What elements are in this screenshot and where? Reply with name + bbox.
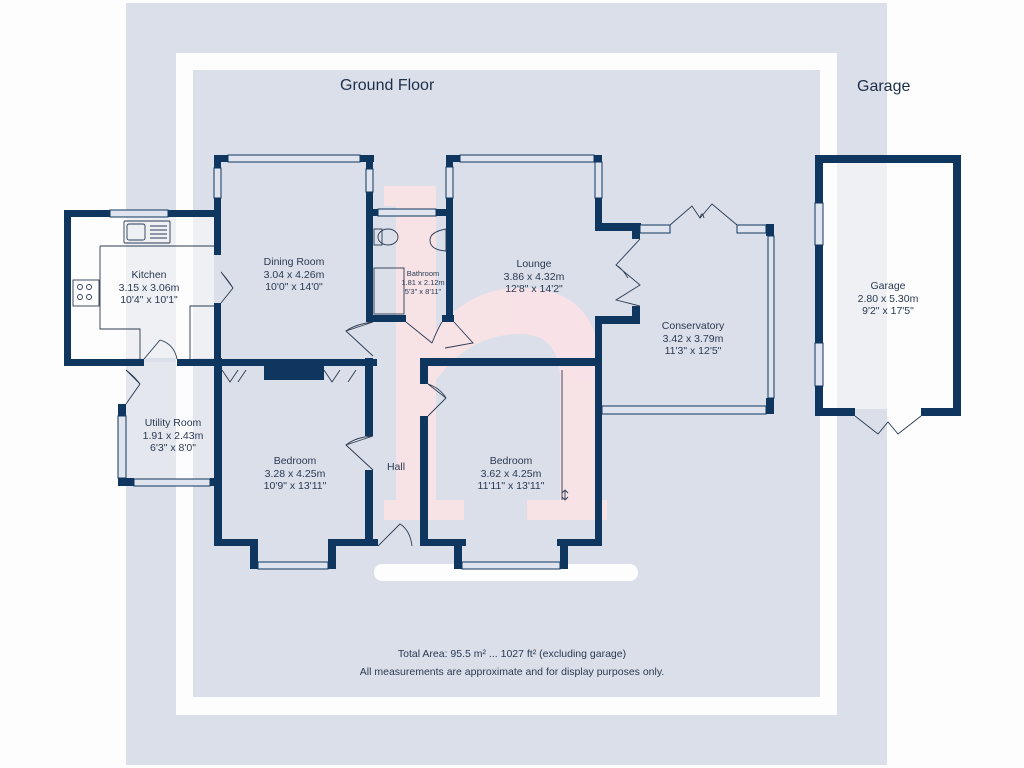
room-label-dining-room[interactable]: Dining Room 3.04 x 4.26m 10'0" x 14'0" [264,256,325,294]
walls [64,155,961,569]
room-metric: 1.91 x 2.43m [142,429,204,442]
room-metric: 3.04 x 4.26m [263,268,325,281]
utility-floor [126,362,214,482]
room-label-utility-room[interactable]: Utility Room 1.91 x 2.43m 6'3" x 8'0" [143,417,204,455]
room-name: Garage [870,280,906,292]
background-frame-inner [193,70,820,697]
room-name: Lounge [516,258,552,270]
room-metric: 3.62 x 4.25m [480,467,542,480]
room-imperial: 10'4" x 10'1" [120,294,178,306]
windows [109,154,824,570]
room-imperial: 5'3" x 8'11" [404,287,442,296]
room-imperial: 9'2" x 17'5" [862,305,914,317]
room-name: Conservatory [661,320,725,332]
room-label-kitchen[interactable]: Kitchen 3.15 x 3.06m 10'4" x 10'1" [119,269,180,307]
sink-icon [123,220,171,244]
toilet-icon [373,228,383,246]
room-imperial: 6'3" x 8'0" [150,442,196,454]
room-imperial: 10'9" x 13'11" [263,480,327,492]
fixtures [72,220,569,501]
doors [125,203,922,547]
room-imperial: 11'3" x 12'5" [664,345,722,357]
room-name: Bathroom [406,269,440,278]
room-name: Kitchen [131,269,167,281]
disclaimer-text: All measurements are approximate and for… [359,666,665,678]
basin-icon [429,228,447,252]
room-name: Utility Room [144,417,202,429]
room-metric: 2.80 x 5.30m [857,292,919,305]
garage-floor [822,161,955,409]
room-imperial: 10'0" x 14'0" [265,281,323,293]
room-metric: 3.86 x 4.32m [503,270,565,283]
room-label-lounge[interactable]: Lounge 3.86 x 4.32m 12'8" x 14'2" [504,258,565,296]
terrace-strip [374,564,638,581]
garage-floor-title: Garage [857,78,911,95]
room-name: Bedroom [489,455,533,467]
room-label-bedroom-2[interactable]: Bedroom 3.62 x 4.25m 11'11" x 13'11" [478,455,545,493]
room-name: Dining Room [263,256,325,268]
room-label-bathroom[interactable]: Bathroom 1.81 x 2.12m 5'3" x 8'11" [401,269,444,296]
room-metric: 3.42 x 3.79m [662,332,724,345]
room-metric: 3.15 x 3.06m [118,281,180,294]
room-label-bedroom-1[interactable]: Bedroom 3.28 x 4.25m 10'9" x 13'11" [264,455,327,493]
shower-icon [373,267,405,315]
room-label-garage[interactable]: Garage 2.80 x 5.30m 9'2" x 17'5" [858,280,919,318]
total-area-text: Total Area: 95.5 m² ... 1027 ft² (exclud… [397,648,627,660]
room-label-conservatory[interactable]: Conservatory 3.42 x 3.79m 11'3" x 12'5" [662,320,724,358]
room-metric: 3.28 x 4.25m [264,467,326,480]
room-label-hall[interactable]: Hall [387,461,405,474]
room-name: Hall [386,461,406,473]
room-imperial: 11'11" x 13'11" [477,480,545,492]
hob-icon [72,279,100,307]
room-imperial: 12'8" x 14'2" [505,283,563,295]
room-metric: 1.81 x 2.12m [401,278,445,287]
room-name: Bedroom [273,455,317,467]
ground-floor-title: Ground Floor [340,77,435,94]
